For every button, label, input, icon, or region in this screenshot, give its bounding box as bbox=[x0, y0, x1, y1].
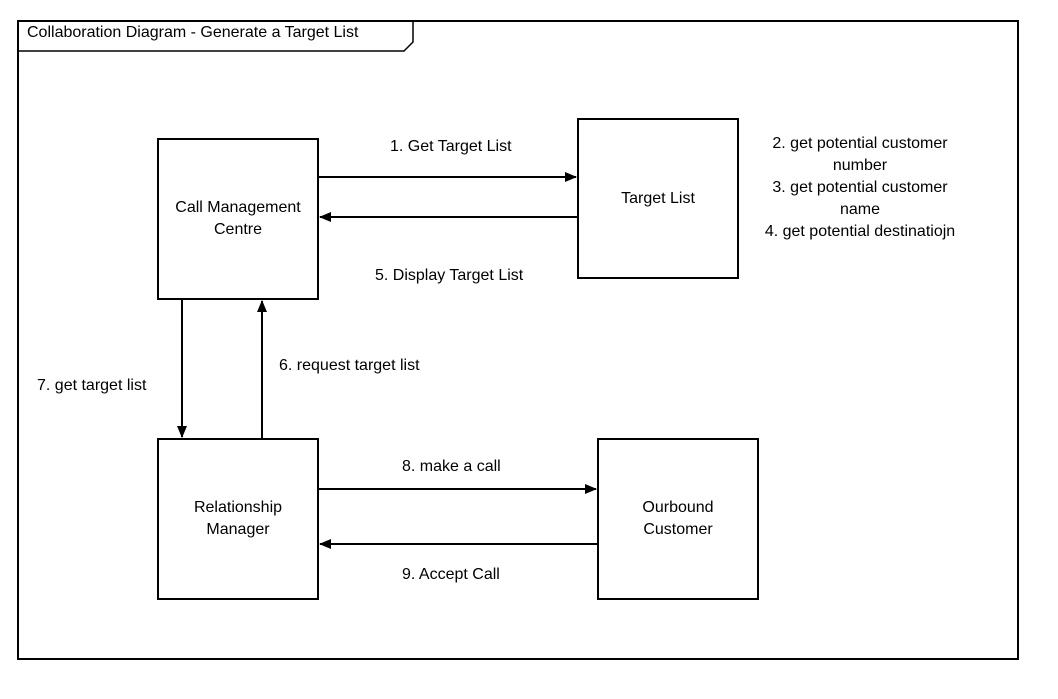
message-label-8: 8. make a call bbox=[402, 458, 501, 475]
message-label-1: 1. Get Target List bbox=[390, 138, 512, 155]
frame-title: Collaboration Diagram - Generate a Targe… bbox=[27, 24, 359, 41]
target-list-notes: 2. get potential customer number 3. get … bbox=[740, 133, 980, 243]
outbound-customer-node: Ourbound Customer bbox=[598, 439, 758, 599]
message-label-6: 6. request target list bbox=[279, 357, 420, 374]
outbound-customer-box bbox=[597, 438, 759, 600]
call-management-box bbox=[157, 138, 319, 300]
outbound-customer-label-line2: Customer bbox=[643, 521, 713, 538]
relationship-manager-node: Relationship Manager bbox=[158, 439, 318, 599]
call-management-node: Call Management Centre bbox=[158, 139, 318, 299]
relationship-manager-label-line2: Manager bbox=[206, 521, 270, 538]
call-management-label-line1: Call Management bbox=[175, 199, 301, 216]
note-line: number bbox=[832, 157, 888, 174]
note-line: 3. get potential customer bbox=[772, 179, 948, 196]
message-label-9: 9. Accept Call bbox=[402, 566, 500, 583]
outbound-customer-label-line1: Ourbound bbox=[642, 499, 714, 516]
relationship-manager-label-line1: Relationship bbox=[193, 499, 283, 516]
target-list-node: Target List bbox=[578, 119, 738, 278]
frame-border bbox=[17, 20, 1019, 660]
note-line: name bbox=[839, 201, 881, 218]
note-line: 4. get potential destinatiojn bbox=[764, 223, 956, 240]
note-line: 2. get potential customer bbox=[772, 135, 948, 152]
target-list-box bbox=[577, 118, 739, 279]
relationship-manager-box bbox=[157, 438, 319, 600]
frame-title-tab bbox=[18, 21, 414, 52]
target-list-label: Target List bbox=[621, 189, 695, 207]
call-management-label-line2: Centre bbox=[213, 221, 263, 238]
message-label-7: 7. get target list bbox=[37, 377, 147, 394]
message-label-5: 5. Display Target List bbox=[375, 267, 524, 284]
